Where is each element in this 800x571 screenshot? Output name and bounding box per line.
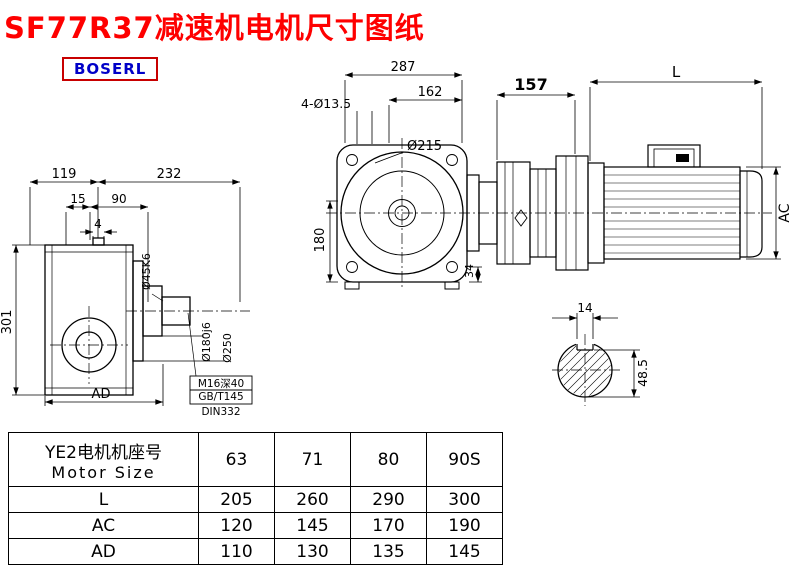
dim-90-label: 90 — [111, 192, 126, 206]
table-row-AD: AD 110 130 135 145 — [8, 538, 503, 565]
value-L-80: 290 — [350, 486, 427, 513]
dim-AC-label: AC — [777, 203, 793, 222]
value-AC-63: 120 — [198, 512, 275, 539]
dim-14-label: 14 — [577, 301, 592, 315]
row-label-AD: AD — [8, 538, 199, 565]
centerlines — [50, 138, 772, 406]
dim-d45-label: Ø45K6 — [140, 253, 153, 290]
dim-162-label: 162 — [418, 85, 443, 100]
dim-holes-label: 4-Ø13.5 — [301, 96, 351, 111]
page-title: SF77R37减速机电机尺寸图纸 — [4, 11, 425, 45]
dim-15-label: 15 — [70, 192, 85, 206]
note-m16-label: M16深40 — [198, 378, 244, 390]
dim-232-label: 232 — [157, 167, 182, 182]
dim-L-label: L — [672, 63, 681, 81]
value-AC-80: 170 — [350, 512, 427, 539]
table-row-AC: AC 120 145 170 190 — [8, 512, 503, 539]
value-L-90S: 300 — [426, 486, 503, 513]
brand-logo: BOSERL — [62, 57, 159, 81]
value-AD-71: 130 — [274, 538, 351, 565]
value-AD-90S: 145 — [426, 538, 503, 565]
dim-301-label: 301 — [0, 310, 15, 335]
motor-side-view — [466, 144, 763, 271]
dim-d250-label: Ø250 — [221, 333, 234, 363]
motor-size-label-en: Motor Size — [51, 462, 156, 482]
motor-frame-80: 80 — [350, 432, 427, 487]
value-AD-80: 135 — [350, 538, 427, 565]
left-view-leaders — [143, 293, 253, 405]
value-AC-71: 145 — [274, 512, 351, 539]
motor-frame-90S: 90S — [426, 432, 503, 487]
value-AC-90S: 190 — [426, 512, 503, 539]
dim-157-label: 157 — [514, 75, 547, 94]
dim-d215-label: Ø215 — [407, 139, 442, 154]
row-label-AC: AC — [8, 512, 199, 539]
dim-4-label: 4 — [94, 217, 102, 231]
spec-table: YE2电机机座号 Motor Size 63 71 80 90S L 205 2… — [8, 432, 503, 565]
note-gb-label: GB/T145 — [198, 391, 243, 403]
motor-frame-63: 63 — [198, 432, 275, 487]
motor-size-label-cn: YE2电机机座号 — [45, 442, 162, 463]
technical-drawing: 119 232 15 90 4 301 AD Ø45K6 Ø180j6 Ø250… — [0, 60, 793, 418]
left-view-gearbox — [44, 237, 191, 396]
row-label-L: L — [8, 486, 199, 513]
dim-34-label: 34 — [463, 264, 476, 278]
table-header-row: YE2电机机座号 Motor Size 63 71 80 90S — [8, 432, 503, 487]
dim-485-label: 48.5 — [635, 359, 650, 387]
motor-size-header-cell: YE2电机机座号 Motor Size — [8, 432, 199, 487]
note-din-label: DIN332 — [201, 406, 240, 418]
dim-287-label: 287 — [391, 60, 416, 75]
value-L-63: 205 — [198, 486, 275, 513]
dim-d180j6-label: Ø180j6 — [200, 322, 213, 362]
value-AD-63: 110 — [198, 538, 275, 565]
dim-AD-label: AD — [92, 387, 111, 402]
dimension-lines — [12, 72, 781, 406]
value-L-71: 260 — [274, 486, 351, 513]
dim-180-label: 180 — [313, 228, 328, 253]
motor-frame-71: 71 — [274, 432, 351, 487]
table-row-L: L 205 260 290 300 — [8, 486, 503, 513]
dim-119-label: 119 — [52, 167, 77, 182]
